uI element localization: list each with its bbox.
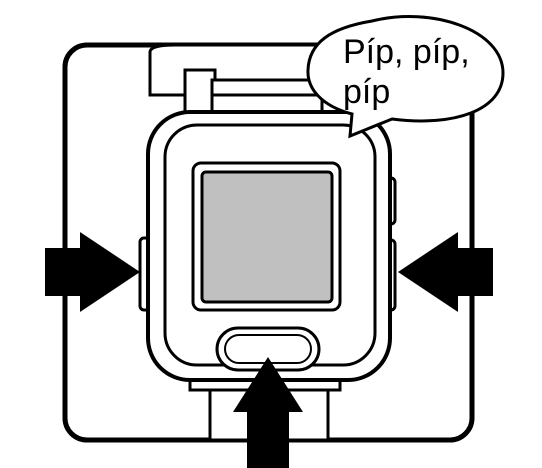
speech-bubble — [306, 15, 505, 139]
watch-screen — [200, 170, 334, 304]
bottom-arrow — [233, 357, 303, 468]
speech-line-1: Píp, píp, — [343, 33, 470, 71]
strap-band-top — [210, 78, 324, 117]
speech-line-2: píp — [343, 73, 390, 111]
right-arrow — [398, 232, 493, 312]
left-arrow — [45, 232, 140, 312]
